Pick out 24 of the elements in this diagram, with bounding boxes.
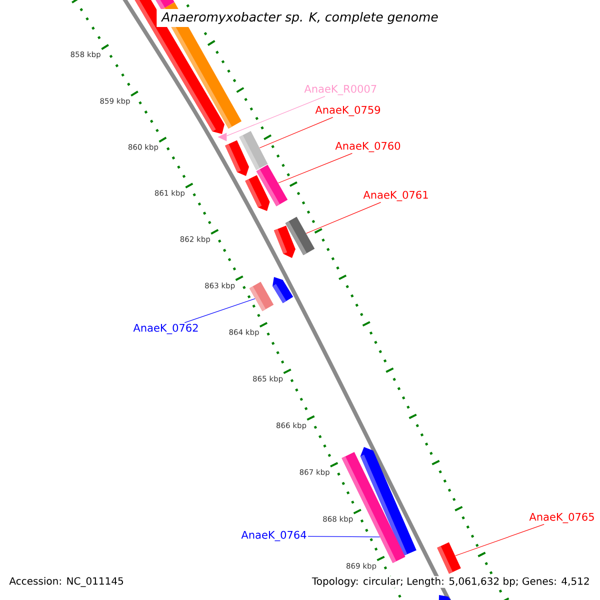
leader-line [306,202,382,234]
gene-label: AnaeK_0760 [335,142,400,152]
gene-label: AnaeK_R0007 [304,84,376,96]
gene-label: AnaeK_0761 [363,190,428,202]
gene-label: AnaeK_0762 [133,324,198,334]
leader-line [455,524,544,556]
gene-feature [239,131,268,170]
gene-feature [285,216,315,256]
leader-line [226,96,326,136]
accession-text: Accession: NC_011145 [8,576,125,588]
leader-line [278,153,353,184]
gene-label: AnaeK_0764 [241,530,306,542]
genome-info-text: Topology: circular; Length: 5,061,632 bp; Genes: 4,512 [310,576,591,588]
leader-line [259,117,334,148]
gene-feature [218,132,227,142]
gene-feature [437,542,461,574]
gene-feature [256,164,288,206]
gene-label: AnaeK_0765 [529,512,594,524]
leader-line [308,536,380,538]
leader-line [184,298,256,323]
map-title: Anaeromyxobacter sp. K, complete genome [156,8,444,28]
gene-label: AnaeK_0759 [315,106,380,116]
gene-feature [249,282,274,312]
gene-feature [342,452,406,564]
